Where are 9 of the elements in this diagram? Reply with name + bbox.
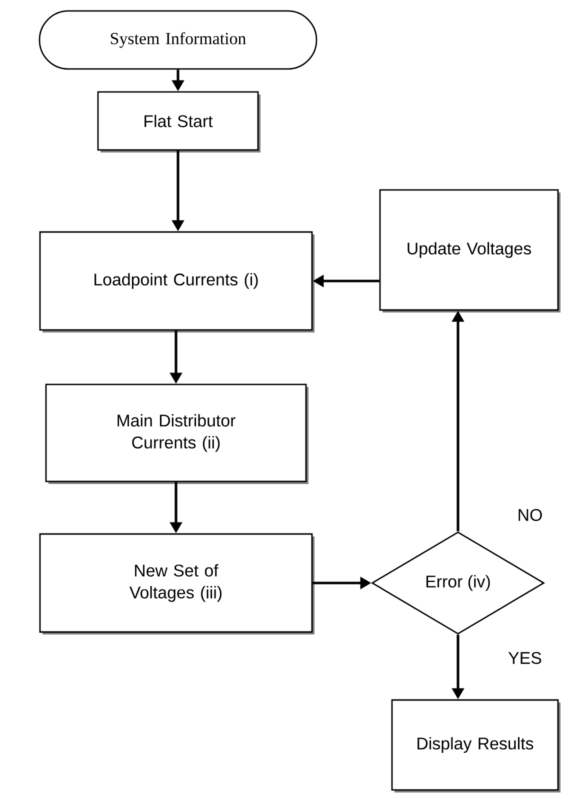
process-box: Loadpoint Currents (i) (39, 231, 314, 332)
process-box: Update Voltages (379, 189, 560, 312)
edge-label: YES (507, 651, 543, 665)
process-box: Main Distributor Currents (ii) (45, 384, 308, 484)
process-box: Flat Start (97, 91, 260, 152)
process-box: New Set of Voltages (iii) (39, 533, 314, 634)
edge-label: NO (516, 508, 544, 522)
start-terminal: System Information (38, 10, 318, 70)
process-box: Display Results (391, 699, 560, 792)
